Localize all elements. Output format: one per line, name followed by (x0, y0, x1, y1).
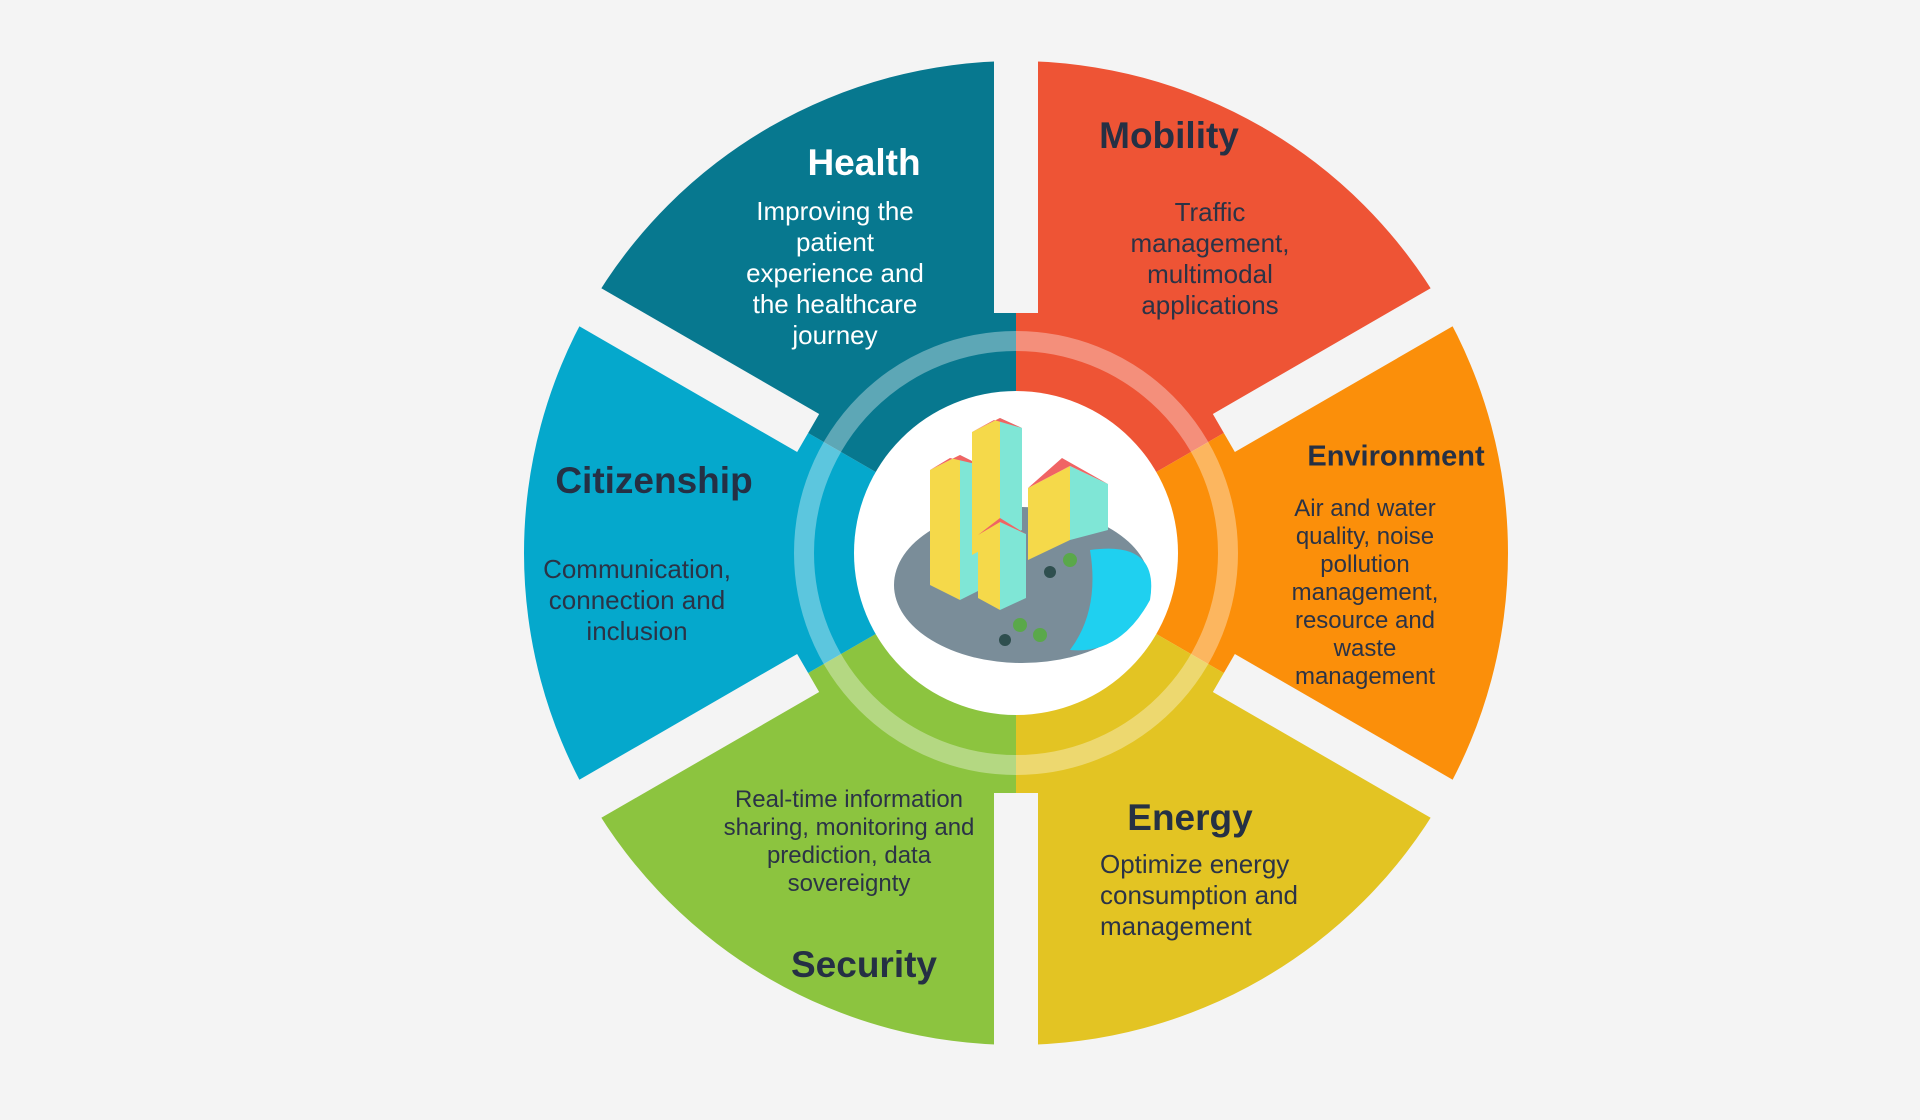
inner-light-ring (794, 331, 1238, 775)
segment-health (589, 61, 1016, 473)
segment-gap (561, 653, 820, 829)
segment-security (589, 633, 1016, 1045)
environment-title: Environment (1307, 440, 1485, 473)
citizenship-title: Citizenship (555, 460, 753, 501)
segment-gap (561, 277, 820, 453)
health-title: Health (807, 142, 921, 183)
city-buildings-icon (894, 418, 1152, 663)
segment-mobility (1016, 61, 1443, 473)
mobility-title: Mobility (1099, 115, 1239, 156)
segment-energy (1016, 633, 1443, 1045)
segment-gap (1212, 653, 1471, 829)
security-title: Security (790, 944, 938, 985)
energy-title: Energy (1127, 797, 1253, 838)
segment-gap (1212, 277, 1471, 453)
